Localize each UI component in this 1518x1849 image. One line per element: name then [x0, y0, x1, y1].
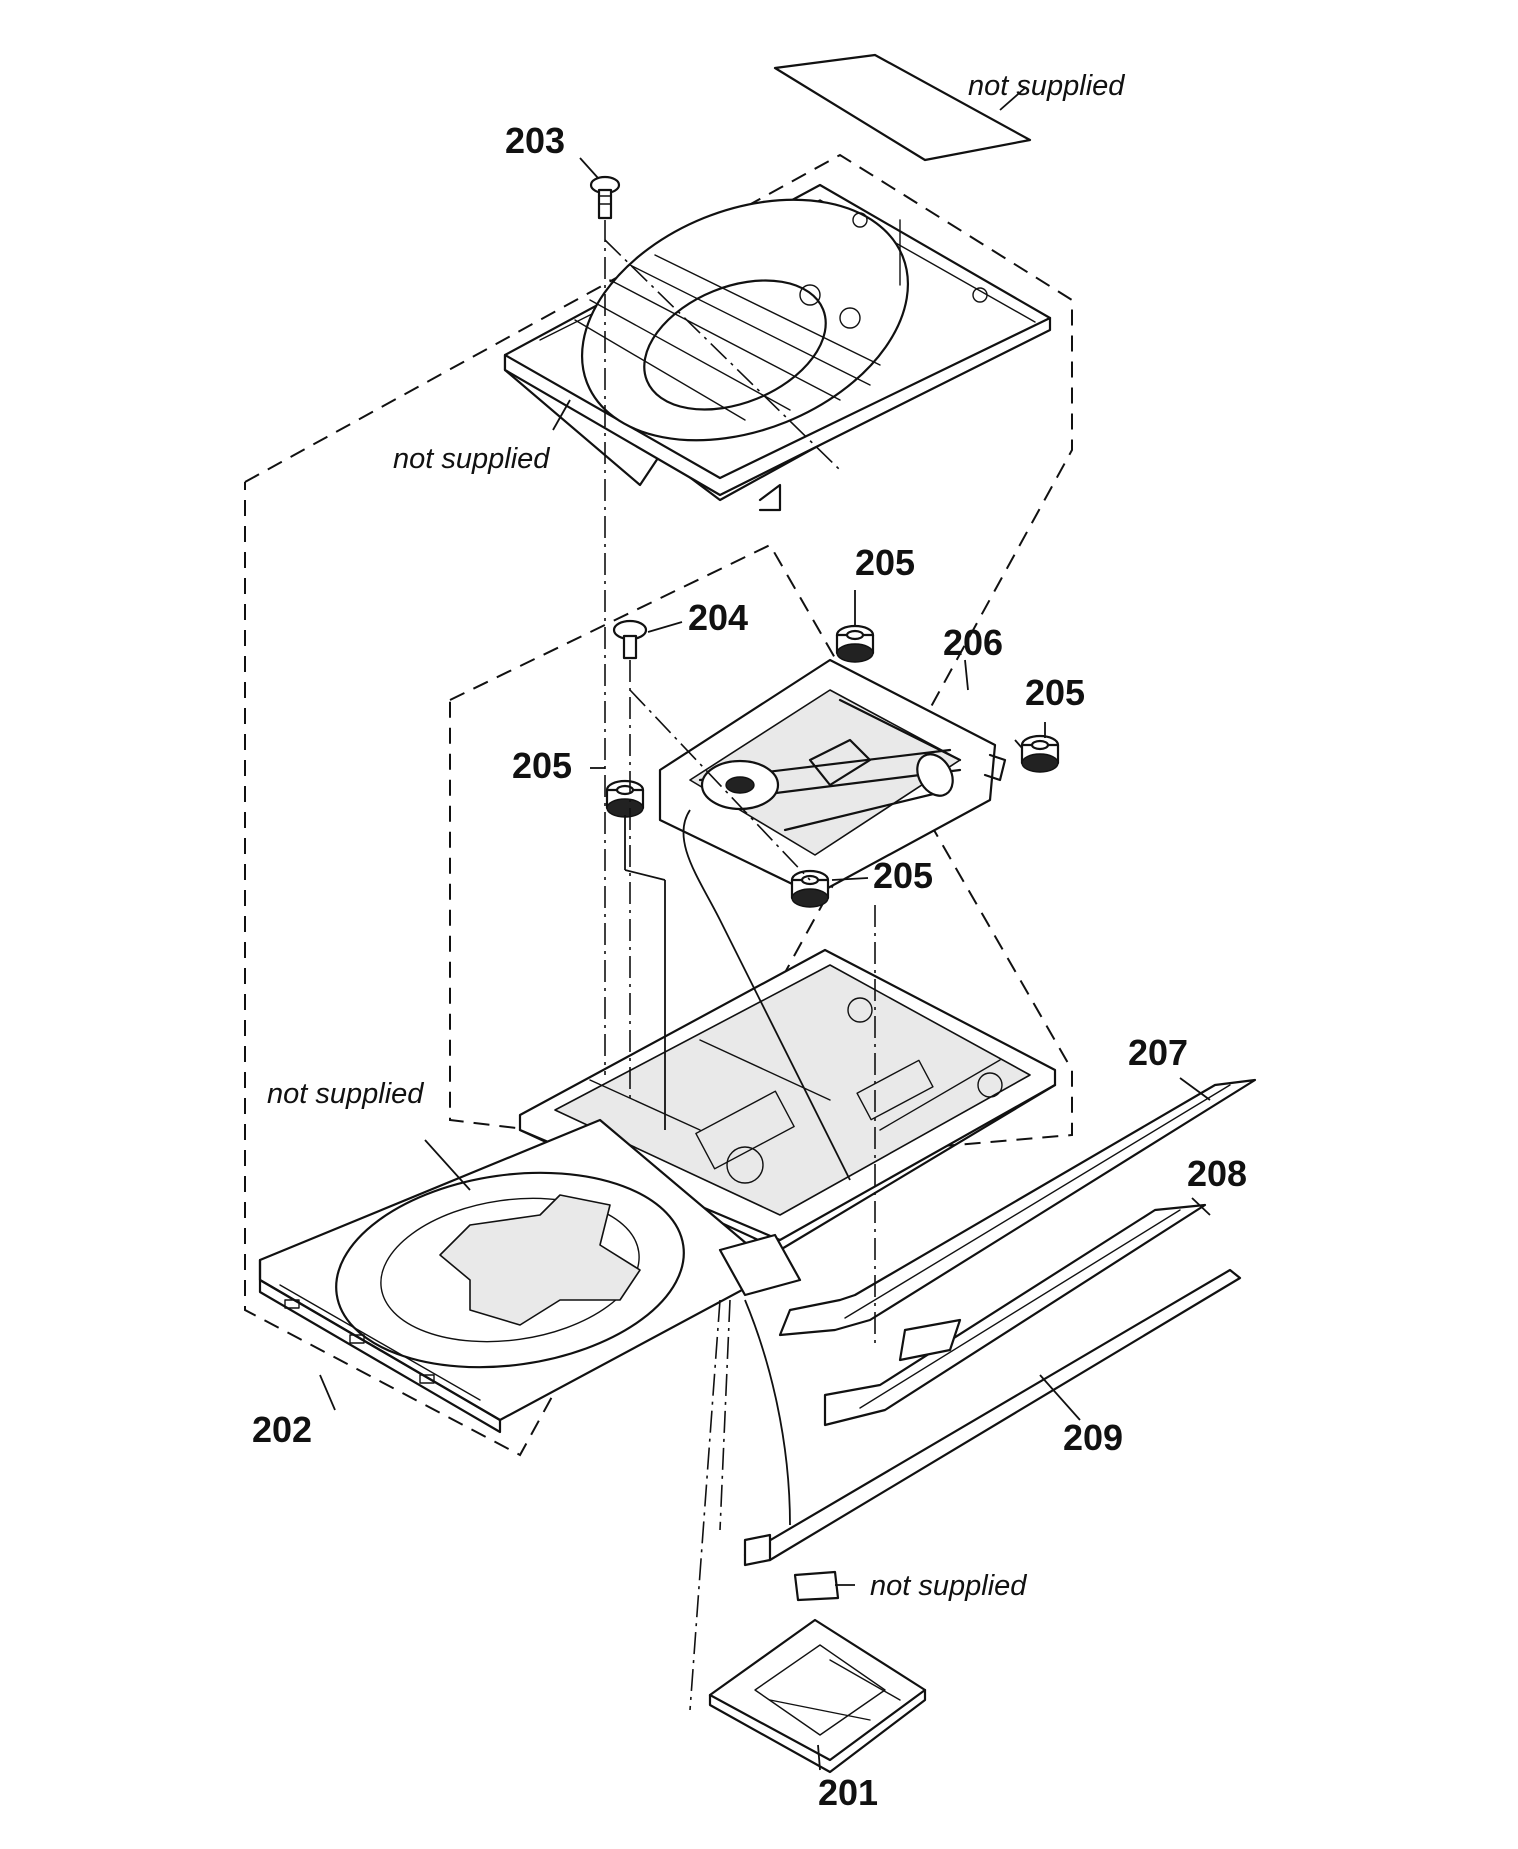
top-cover — [503, 183, 1052, 512]
part-number-209: 209 — [1063, 1417, 1123, 1458]
assembly-boundary-mechanism — [449, 543, 1073, 1162]
part-number-205-left: 205 — [512, 745, 572, 786]
screw-204 — [612, 619, 648, 660]
labels: 203 204 205 206 205 205 205 207 208 209 … — [252, 70, 1247, 1813]
part-number-206: 206 — [943, 622, 1003, 663]
part-number-203: 203 — [505, 120, 565, 161]
bracket-201 — [708, 1618, 927, 1774]
optical-mechanism-206 — [658, 658, 1007, 897]
construction-lines — [604, 220, 876, 1711]
insulator-205-right — [1020, 734, 1060, 773]
not-supplied-note-top-sheet: not supplied — [968, 70, 1125, 102]
assembly-boundary-outer — [244, 153, 1073, 1457]
leader-lines — [319, 87, 1211, 1771]
sheet-top — [773, 53, 1032, 162]
not-supplied-note-top-cover: not supplied — [393, 443, 550, 475]
sheet-bottom — [793, 1570, 840, 1602]
screw-203 — [589, 175, 621, 220]
flex-cable-208 — [823, 1203, 1207, 1427]
part-number-201: 201 — [818, 1772, 878, 1813]
flex-cable-209 — [743, 1268, 1242, 1567]
insulator-205-top — [835, 624, 875, 663]
part-number-208: 208 — [1187, 1153, 1247, 1194]
part-number-202: 202 — [252, 1409, 312, 1450]
part-number-205-bottom: 205 — [873, 855, 933, 896]
insulator-205-bottom — [790, 869, 830, 908]
part-number-207: 207 — [1128, 1032, 1188, 1073]
not-supplied-note-tray: not supplied — [267, 1078, 424, 1110]
flex-cable-207 — [778, 1078, 1257, 1337]
part-number-205-right: 205 — [1025, 672, 1085, 713]
part-number-204: 204 — [688, 597, 748, 638]
not-supplied-note-bottom-sheet: not supplied — [870, 1570, 1027, 1602]
insulator-205-left — [605, 779, 645, 818]
disc-tray-202 — [258, 1118, 802, 1434]
part-number-205-top: 205 — [855, 542, 915, 583]
